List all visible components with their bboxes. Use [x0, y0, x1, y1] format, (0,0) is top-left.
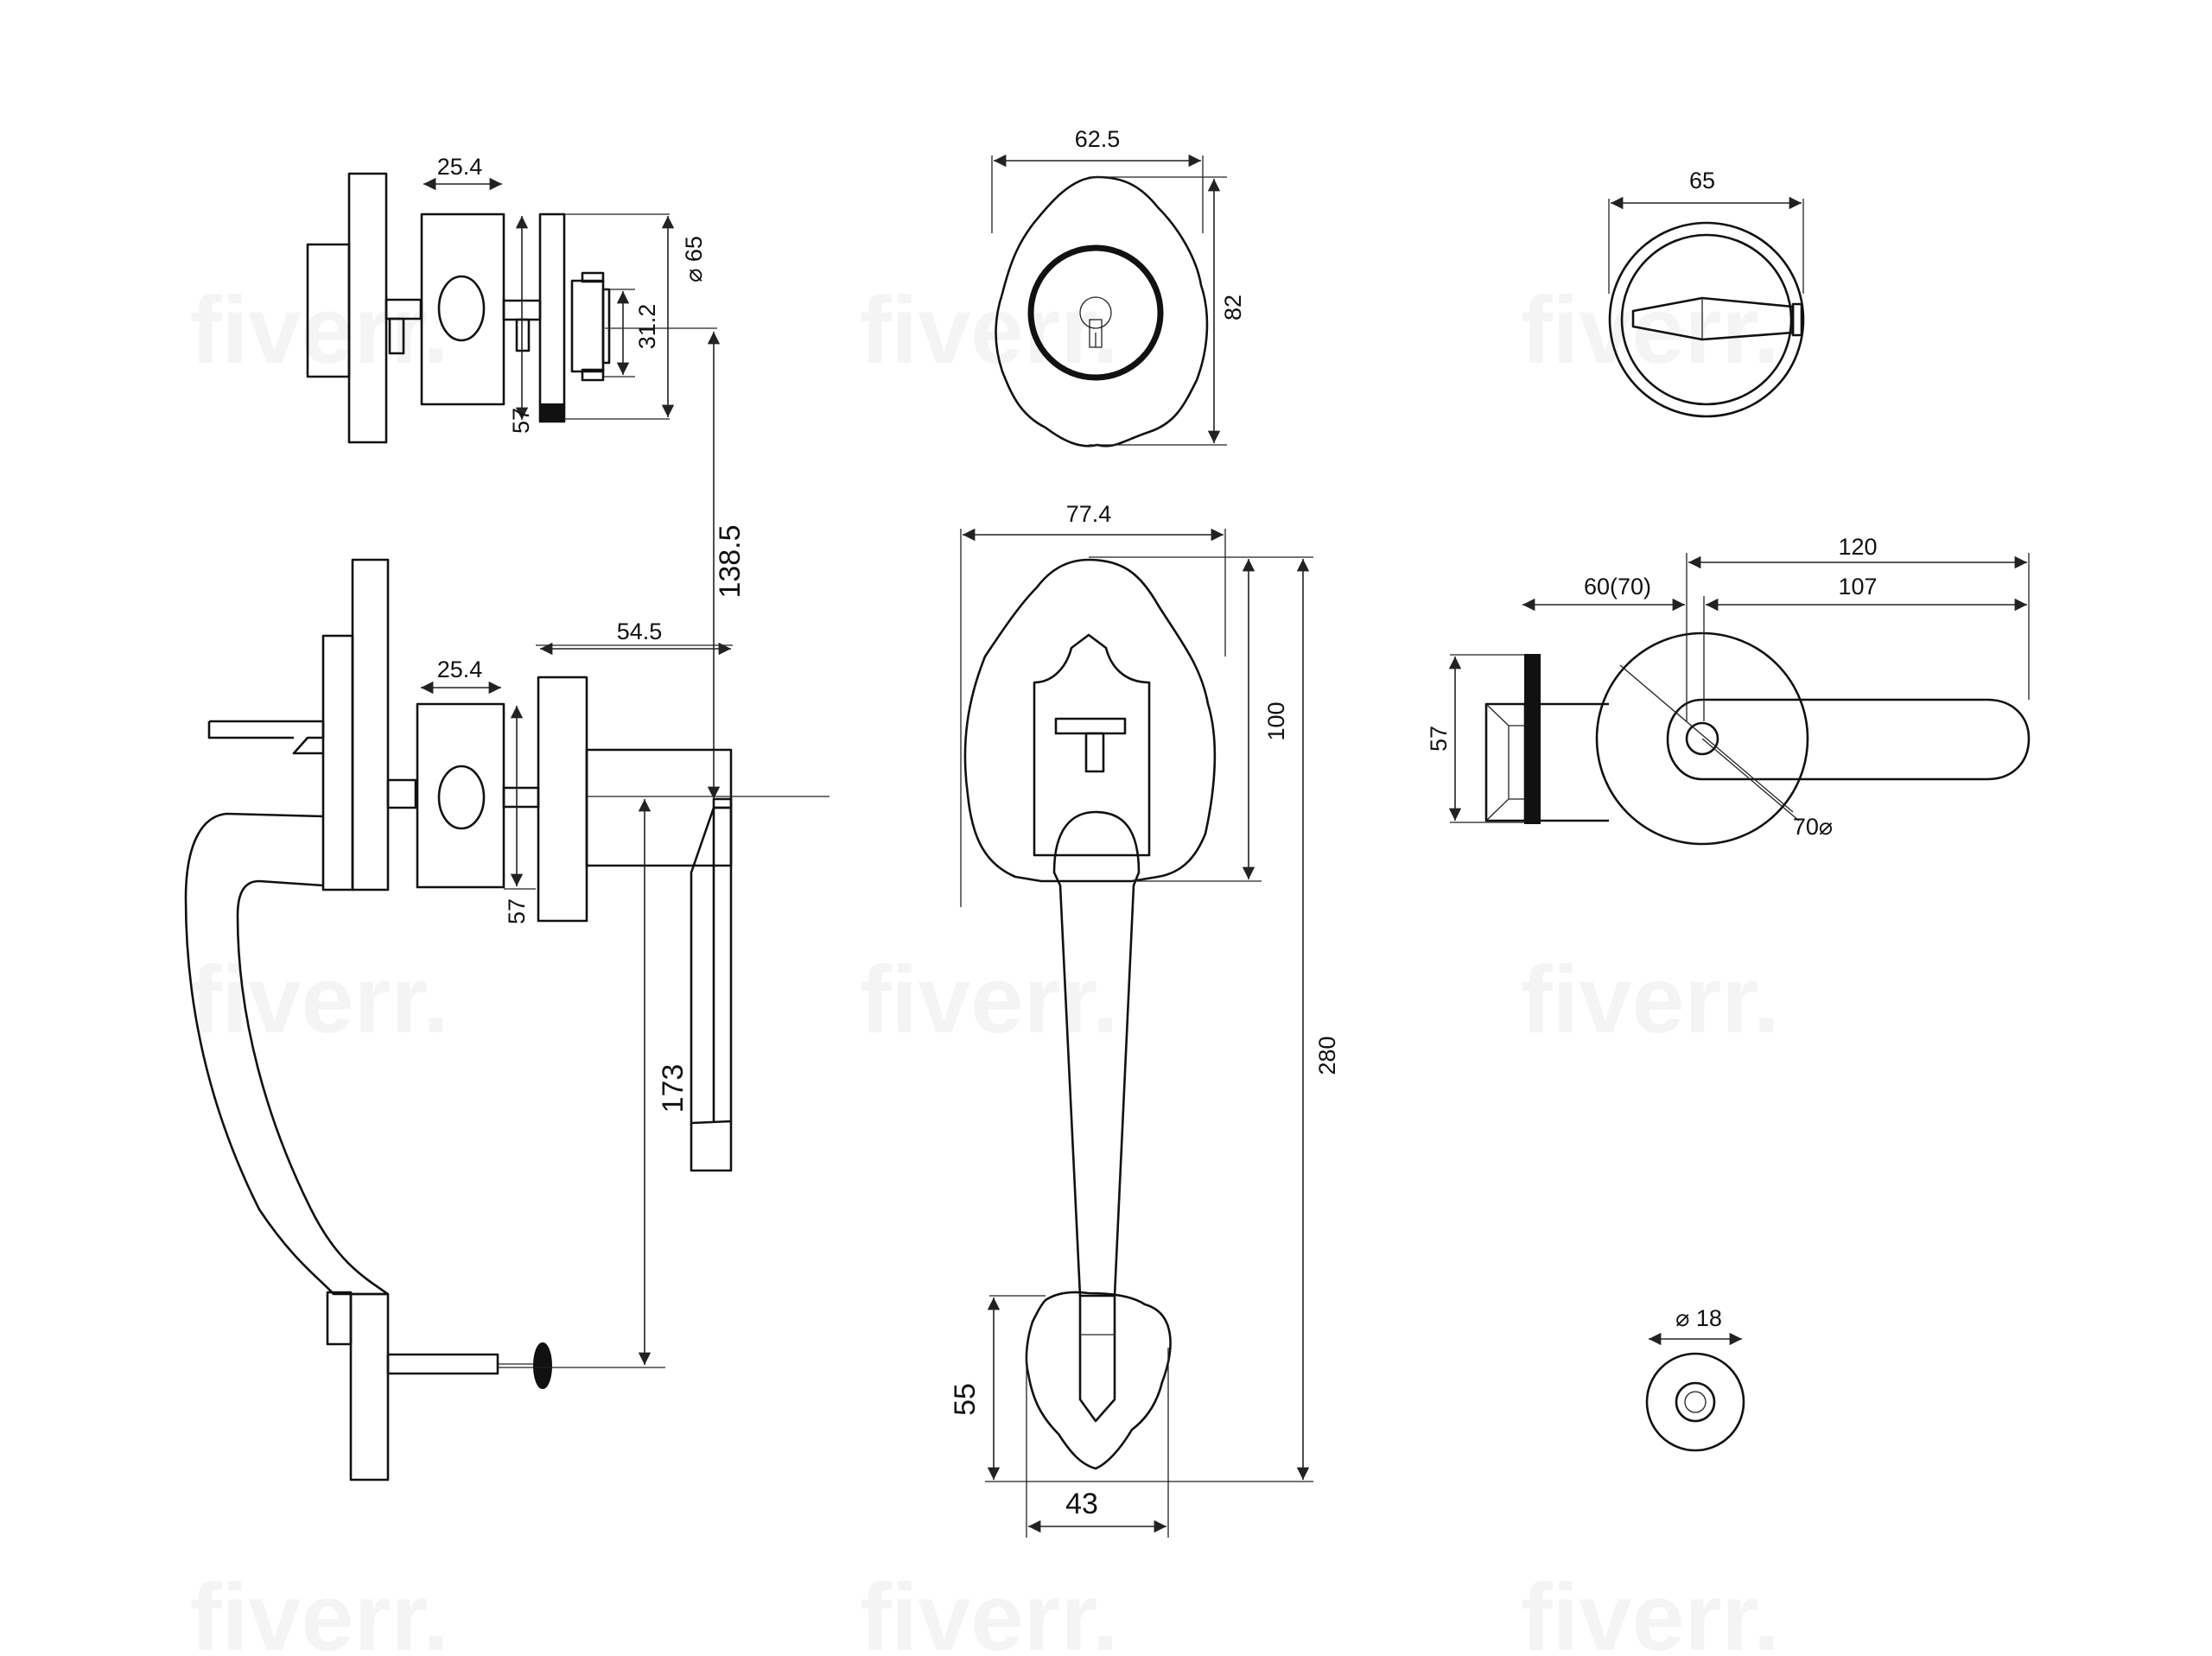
dim-thumbturn-diameter: 65 [1689, 168, 1715, 194]
dim-bottom-plate-height: 55 [949, 1383, 982, 1416]
dim-deadbolt-side-width: 25.4 [437, 154, 483, 180]
dim-handle-side-width: 25.4 [437, 657, 483, 682]
dim-small-rose-diameter: ⌀ 18 [1675, 1305, 1722, 1331]
dim-deadbolt-side-diameter: ⌀ 65 [681, 236, 707, 282]
dim-bottom-plate-width: 43 [1065, 1488, 1098, 1520]
dim-center-to-center: 138.5 [714, 524, 747, 598]
lever-view: 120 60(70) 107 57 70⌀ [1426, 534, 2031, 846]
watermark: fiverr. [860, 1564, 1119, 1652]
watermark: fiverr. [860, 947, 1119, 1053]
watermark: fiverr. [190, 947, 449, 1053]
thumbturn-front-view: 65 [1608, 168, 1805, 418]
handleset-front-view: 77.4 100 280 55 43 [949, 501, 1340, 1538]
watermark: fiverr. [860, 277, 1119, 384]
dim-lever-total-length: 120 [1838, 534, 1877, 560]
dim-deadbolt-plate-height: 82 [1220, 295, 1246, 320]
watermark-layer: fiverr. fiverr. fiverr. fiverr. fiverr. … [190, 277, 1780, 1656]
dim-handleset-plate-width: 77.4 [1066, 501, 1112, 527]
dim-lever-length: 107 [1838, 574, 1877, 600]
dim-handleset-total-height: 280 [1314, 1036, 1340, 1075]
watermark: fiverr. [1521, 1564, 1780, 1652]
dim-lever-rose-height: 57 [1426, 726, 1452, 752]
dim-deadbolt-turn-height: 31.2 [634, 304, 660, 350]
watermark: fiverr. [190, 277, 449, 384]
dim-handle-projection: 54.5 [617, 619, 663, 644]
watermark: fiverr. [1521, 947, 1780, 1053]
dim-grip-length: 173 [657, 1064, 690, 1114]
deadbolt-front-view: 62.5 82 [991, 126, 1246, 447]
dim-handleset-plate-height: 100 [1263, 701, 1289, 740]
handleset-side-view: 54.5 25.4 57 173 [184, 558, 830, 1482]
dim-lever-rose-diameter: 70⌀ [1793, 814, 1833, 840]
dim-deadbolt-plate-width: 62.5 [1075, 126, 1121, 152]
small-rose-view: ⌀ 18 [1645, 1305, 1745, 1452]
dim-deadbolt-side-height: 57 [508, 408, 534, 434]
watermark: fiverr. [190, 1564, 449, 1652]
deadbolt-side-view: 25.4 ⌀ 65 31.2 57 [306, 154, 717, 444]
dim-handle-side-height: 57 [504, 898, 530, 924]
center-distance-dimension: 138.5 [707, 332, 747, 799]
dim-lever-offset: 60(70) [1584, 574, 1651, 600]
